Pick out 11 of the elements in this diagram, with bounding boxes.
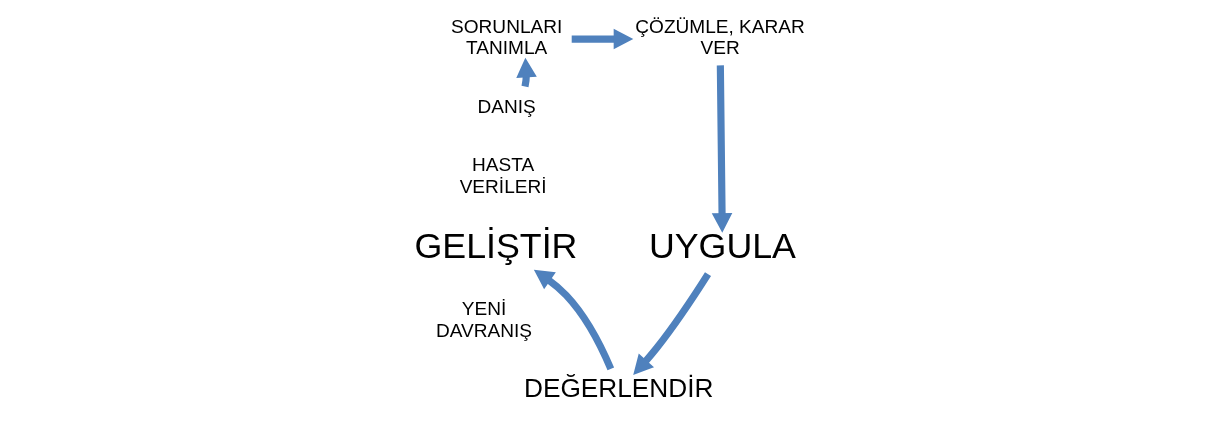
node-text: YENİ DAVRANIŞ: [436, 298, 533, 341]
node-text: ÇÖZÜMLE, KARAR VER: [635, 15, 805, 59]
node-text: HASTA VERİLERİ: [459, 154, 547, 197]
node-text: DANIŞ: [477, 95, 536, 117]
node-text: DEĞERLENDİR: [524, 373, 714, 404]
arrow: [533, 269, 615, 371]
node-text: UYGULA: [648, 226, 796, 267]
node-text: SORUNLARI TANIMLA: [451, 15, 563, 59]
arrow: [571, 28, 634, 50]
node-text: GELİŞTİR: [414, 226, 578, 267]
arrow: [633, 272, 711, 375]
